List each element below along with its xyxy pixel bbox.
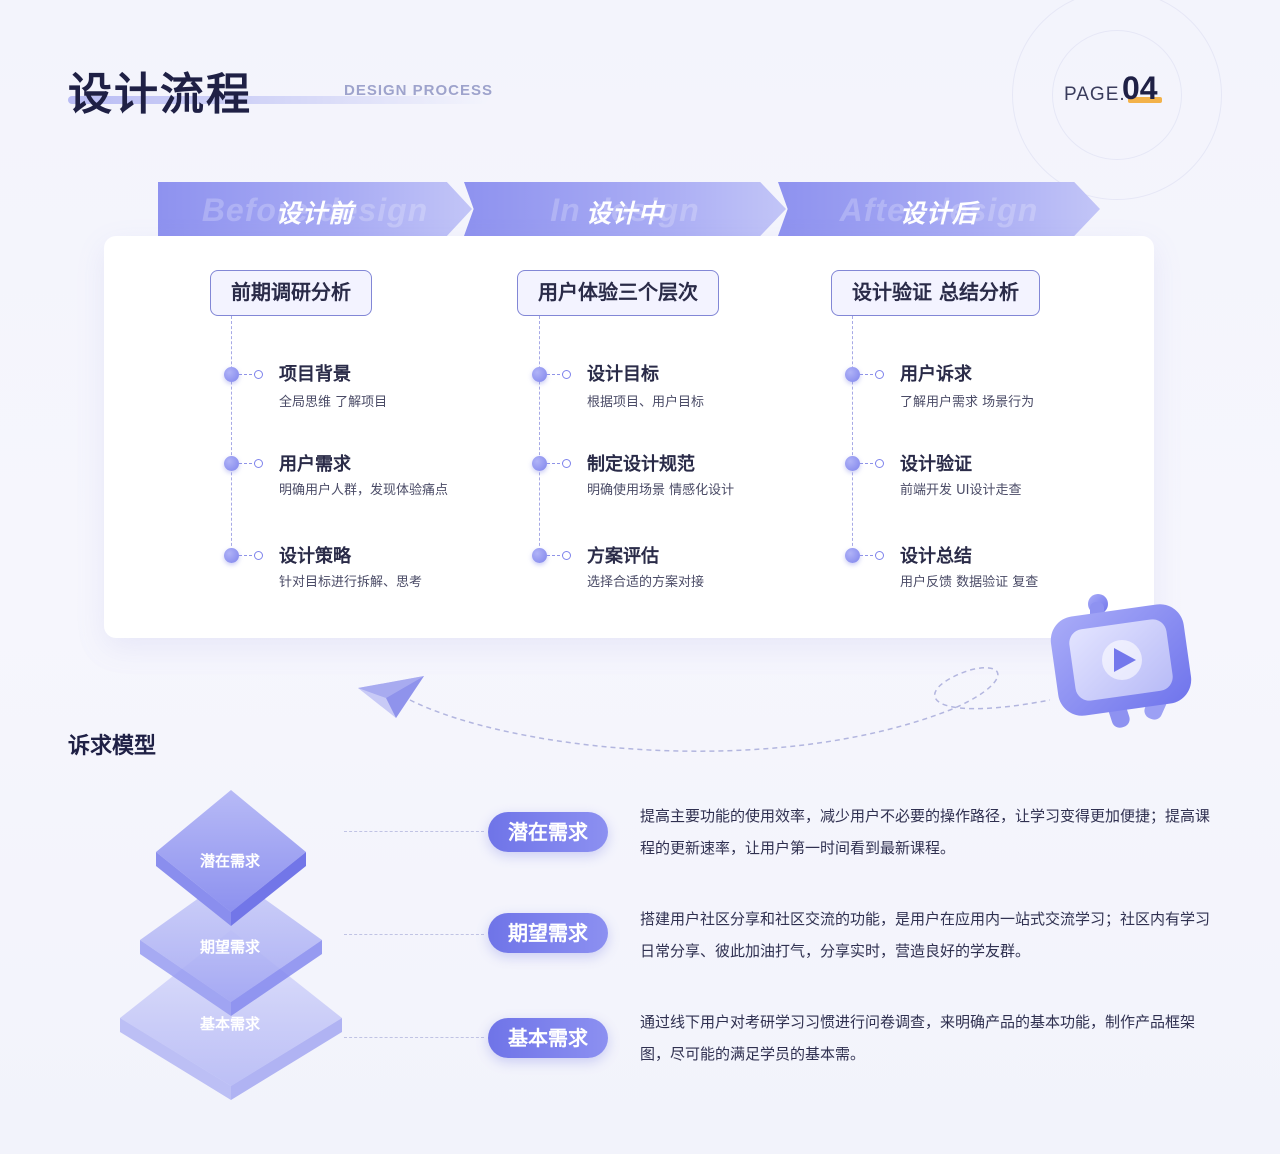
row-connector xyxy=(344,1037,484,1038)
step-ring xyxy=(875,370,884,379)
step-title: 用户诉求 xyxy=(900,364,972,385)
pyramid-graphic xyxy=(120,790,342,1100)
requirement-pill: 期望需求 xyxy=(488,913,608,953)
step-title: 方案评估 xyxy=(587,546,659,567)
step-connector xyxy=(547,374,565,375)
phase-banner-before: Before design 设计前 xyxy=(158,182,472,236)
timeline-line xyxy=(539,316,540,556)
requirement-pyramid: 潜在需求 期望需求 基本需求 xyxy=(120,780,350,1100)
step-ring xyxy=(254,459,263,468)
layer-label: 基本需求 xyxy=(199,1015,260,1033)
step-title: 制定设计规范 xyxy=(587,454,695,475)
layer-label: 期望需求 xyxy=(199,938,260,956)
step-connector xyxy=(547,555,565,556)
step-dot xyxy=(845,548,860,563)
step-connector xyxy=(860,555,878,556)
decor-ring-inner xyxy=(1052,30,1182,160)
column-heading: 设计验证 总结分析 xyxy=(831,270,1040,316)
page-number: 04 xyxy=(1122,70,1162,106)
requirement-pill: 潜在需求 xyxy=(488,812,608,852)
process-column: 设计验证 总结分析 用户诉求 了解用户需求 场景行为 设计验证 前端开发 UI设… xyxy=(724,236,1154,638)
step-ring xyxy=(562,459,571,468)
phase-banner-during: In design 设计中 xyxy=(464,182,786,236)
requirement-description: 通过线下用户对考研学习习惯进行问卷调查，来明确产品的基本功能，制作产品框架图，尽… xyxy=(640,1013,1196,1063)
step-ring xyxy=(254,551,263,560)
requirement-description: 提高主要功能的使用效率，减少用户不必要的操作路径，让学习变得更加便捷；提高课程的… xyxy=(640,807,1211,857)
step-desc: 前端开发 UI设计走查 xyxy=(900,483,1022,498)
step-dot xyxy=(532,548,547,563)
column-heading: 用户体验三个层次 xyxy=(517,270,719,316)
timeline-line xyxy=(231,316,232,556)
step-desc: 选择合适的方案对接 xyxy=(587,575,705,590)
step-ring xyxy=(875,551,884,560)
step-connector xyxy=(239,374,257,375)
step-dot xyxy=(224,367,239,382)
row-connector xyxy=(344,831,484,832)
decor-ring-outer xyxy=(1012,0,1222,200)
process-column: 用户体验三个层次 设计目标 根据项目、用户目标 制定设计规范 明确使用场景 情感… xyxy=(414,236,764,638)
step-dot xyxy=(532,456,547,471)
step-desc: 针对目标进行拆解、思考 xyxy=(279,575,423,590)
phase-ghost-text: In design xyxy=(550,192,700,228)
process-column: 前期调研分析 项目背景 全局思维 了解项目 用户需求 明确用户人群，发现体验痛点… xyxy=(104,236,454,638)
flight-path xyxy=(409,667,1050,752)
step-dot xyxy=(532,367,547,382)
step-dot xyxy=(224,548,239,563)
title-underline xyxy=(68,96,488,104)
phase-label: 设计中 xyxy=(585,199,664,228)
page-label: PAGE. xyxy=(1064,84,1126,105)
step-connector xyxy=(860,463,878,464)
step-connector xyxy=(547,463,565,464)
video-play-icon xyxy=(1050,594,1192,728)
phase-label: 设计前 xyxy=(275,199,354,228)
paper-plane-icon xyxy=(358,676,424,718)
row-connector xyxy=(344,934,484,935)
section-title: 诉求模型 xyxy=(68,734,157,759)
step-connector xyxy=(239,463,257,464)
step-dot xyxy=(845,367,860,382)
phase-label: 设计后 xyxy=(899,199,978,228)
phase-banner-after: After design 设计后 xyxy=(778,182,1100,236)
phase-ghost-text: After design xyxy=(839,192,1039,228)
requirement-description: 搭建用户社区分享和社区交流的功能，是用户在应用内一站式交流学习；社区内有学习日常… xyxy=(640,910,1211,960)
step-desc: 明确用户人群，发现体验痛点 xyxy=(279,483,449,498)
phase-ghost-text: Before design xyxy=(201,192,429,228)
step-title: 设计策略 xyxy=(279,546,351,567)
step-dot xyxy=(845,456,860,471)
process-card: 前期调研分析 项目背景 全局思维 了解项目 用户需求 明确用户人群，发现体验痛点… xyxy=(104,236,1154,638)
step-ring xyxy=(562,551,571,560)
step-connector xyxy=(860,374,878,375)
step-desc: 根据项目、用户目标 xyxy=(587,395,705,410)
step-title: 设计验证 xyxy=(900,454,972,475)
step-desc: 用户反馈 数据验证 复查 xyxy=(900,575,1039,590)
page-title: 设计流程 xyxy=(68,69,252,120)
layer-label: 潜在需求 xyxy=(199,852,260,870)
requirement-pill: 基本需求 xyxy=(488,1018,608,1058)
step-ring xyxy=(254,370,263,379)
step-title: 用户需求 xyxy=(279,454,351,475)
column-heading: 前期调研分析 xyxy=(210,270,372,316)
step-title: 设计总结 xyxy=(900,546,972,567)
page-subtitle: DESIGN PROCESS xyxy=(344,82,494,99)
step-desc: 全局思维 了解项目 xyxy=(279,395,388,410)
step-dot xyxy=(224,456,239,471)
step-ring xyxy=(562,370,571,379)
step-desc: 了解用户需求 场景行为 xyxy=(900,395,1035,410)
step-title: 设计目标 xyxy=(587,364,659,385)
timeline-line xyxy=(852,316,853,556)
step-ring xyxy=(875,459,884,468)
step-connector xyxy=(239,555,257,556)
step-desc: 明确使用场景 情感化设计 xyxy=(587,483,735,498)
step-title: 项目背景 xyxy=(279,364,351,385)
